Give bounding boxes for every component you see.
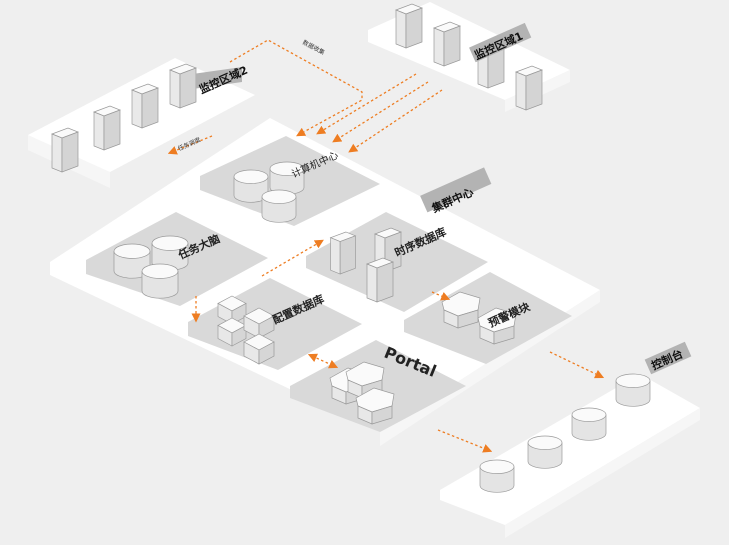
server-icon [169,63,197,109]
server-icon [433,21,461,67]
flow-arrows [167,39,605,453]
server-icon [395,3,423,49]
database-icon [527,435,563,469]
server-icon [366,257,394,303]
compute-center-zone: 计算机中心 [200,136,380,226]
alert-module-zone: 预警模块 [404,272,572,364]
server-icon [131,83,159,129]
config-db-zone: 配置数据库 [188,278,362,370]
task-dispatch-label: 任务调度 [177,136,202,153]
monitor-area-1: 监控区域1 [368,2,570,112]
database-icon [615,373,651,407]
monitor-area-2: 监控区域2 [28,58,255,188]
database-icon [141,263,179,299]
task-brain-zone: 任务大脑 [86,212,268,306]
server-icon [93,105,121,151]
timeseries-db-zone: 时序数据库 [306,212,488,312]
database-icon [479,459,515,493]
database-icon [261,189,297,223]
server-icon [515,65,543,111]
database-icon [571,407,607,441]
server-icon [330,231,356,275]
server-icon [51,127,79,173]
data-collect-label: 数据收集 [301,38,326,56]
console-platform: 控制台 [440,341,700,538]
